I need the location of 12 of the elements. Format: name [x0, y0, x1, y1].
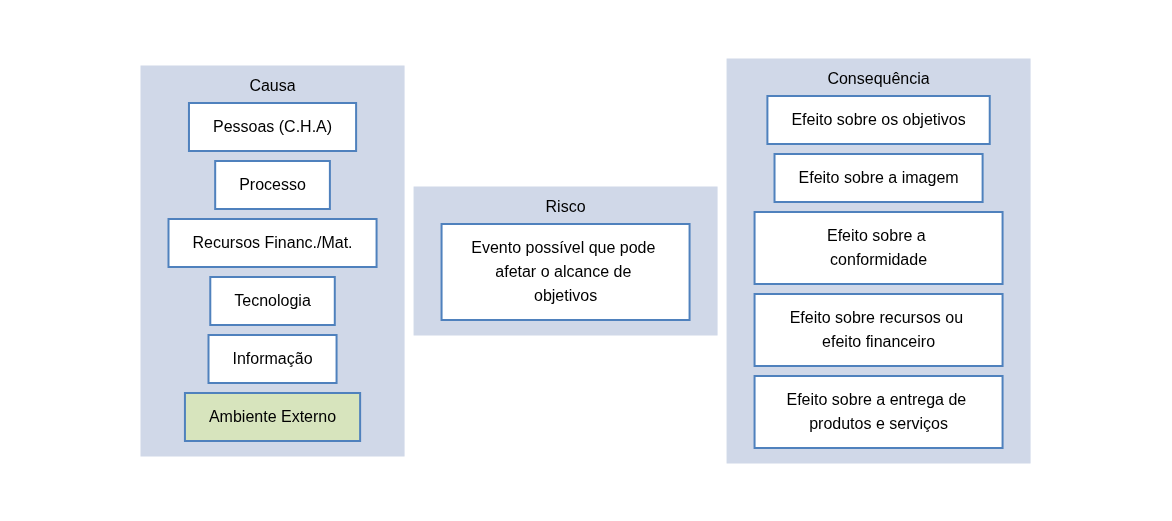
node-box: Processo: [214, 159, 332, 210]
node-box: Efeito sobre os objetivos: [766, 94, 992, 145]
node-box: Efeito sobre recursos ou efeito financeiro: [754, 292, 1005, 367]
node-box: Pessoas (C.H.A): [188, 101, 358, 152]
node-box: Informação: [208, 333, 338, 384]
node-box: Evento possível que pode afetar o alcance de objetivos: [441, 222, 692, 321]
node-box: Efeito sobre a entrega de produtos e serviços: [754, 374, 1005, 449]
node-box: Ambiente Externo: [184, 391, 362, 442]
node-box: Efeito sobre a conformidade: [754, 210, 1005, 285]
node-box: Recursos Financ./Mat.: [167, 217, 379, 268]
node-box: Efeito sobre a imagem: [774, 152, 985, 203]
node-box: Tecnologia: [209, 275, 337, 326]
